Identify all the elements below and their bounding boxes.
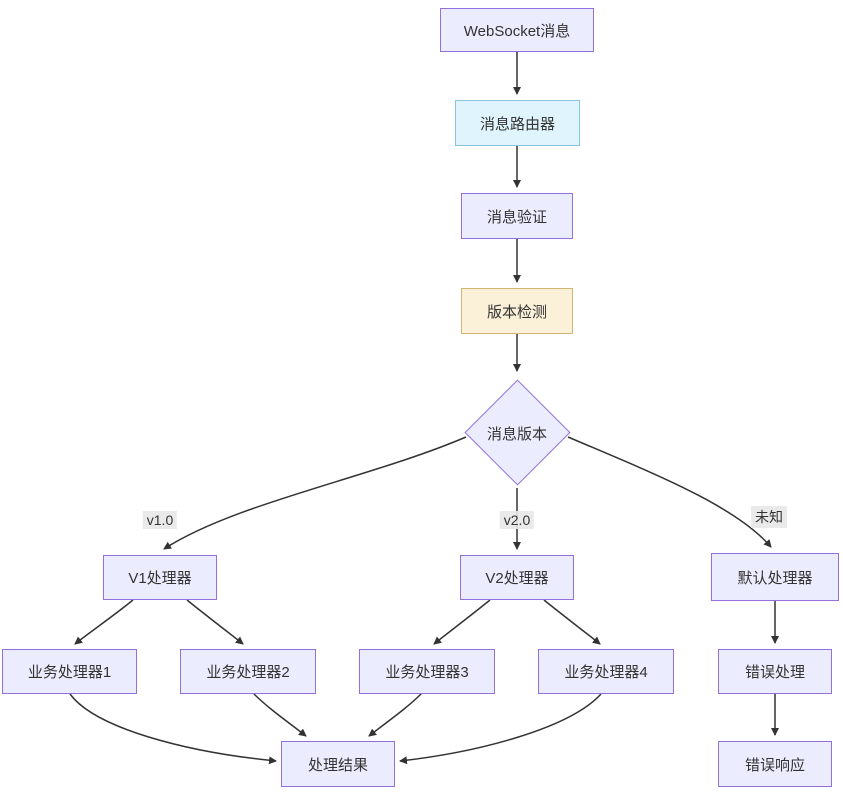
node-v2-handler: V2处理器 <box>460 555 574 600</box>
node-v1-handler: V1处理器 <box>103 555 217 600</box>
edge-biz4-result <box>399 693 602 765</box>
edge-v2-biz4 <box>543 599 601 645</box>
node-business-handler-3: 业务处理器3 <box>359 649 495 694</box>
node-business-handler-1: 业务处理器1 <box>2 649 137 694</box>
node-message-version-decision: 消息版本 <box>486 426 547 443</box>
node-error-handling: 错误处理 <box>718 649 832 694</box>
node-message-router: 消息路由器 <box>455 100 580 146</box>
edge-v1-biz1 <box>74 599 134 645</box>
node-websocket-message: WebSocket消息 <box>440 8 594 52</box>
node-business-handler-2: 业务处理器2 <box>180 649 316 694</box>
edge-decision-v1 <box>163 436 467 550</box>
node-message-validation: 消息验证 <box>461 193 573 239</box>
node-default-handler: 默认处理器 <box>711 553 839 601</box>
edge-label-v1: v1.0 <box>142 511 178 529</box>
edge-label-unknown: 未知 <box>751 506 787 528</box>
node-version-detection: 版本检测 <box>461 288 573 334</box>
edge-biz1-result <box>69 693 277 765</box>
edge-v1-biz2 <box>186 599 244 645</box>
edge-label-v2: v2.0 <box>499 511 535 529</box>
edge-biz3-result <box>368 693 422 737</box>
edge-decision-default <box>567 436 772 548</box>
node-processing-result: 处理结果 <box>281 741 395 787</box>
edge-biz2-result <box>253 693 307 737</box>
node-business-handler-4: 业务处理器4 <box>538 649 674 694</box>
edge-v2-biz3 <box>433 599 491 645</box>
node-error-response: 错误响应 <box>718 741 832 787</box>
